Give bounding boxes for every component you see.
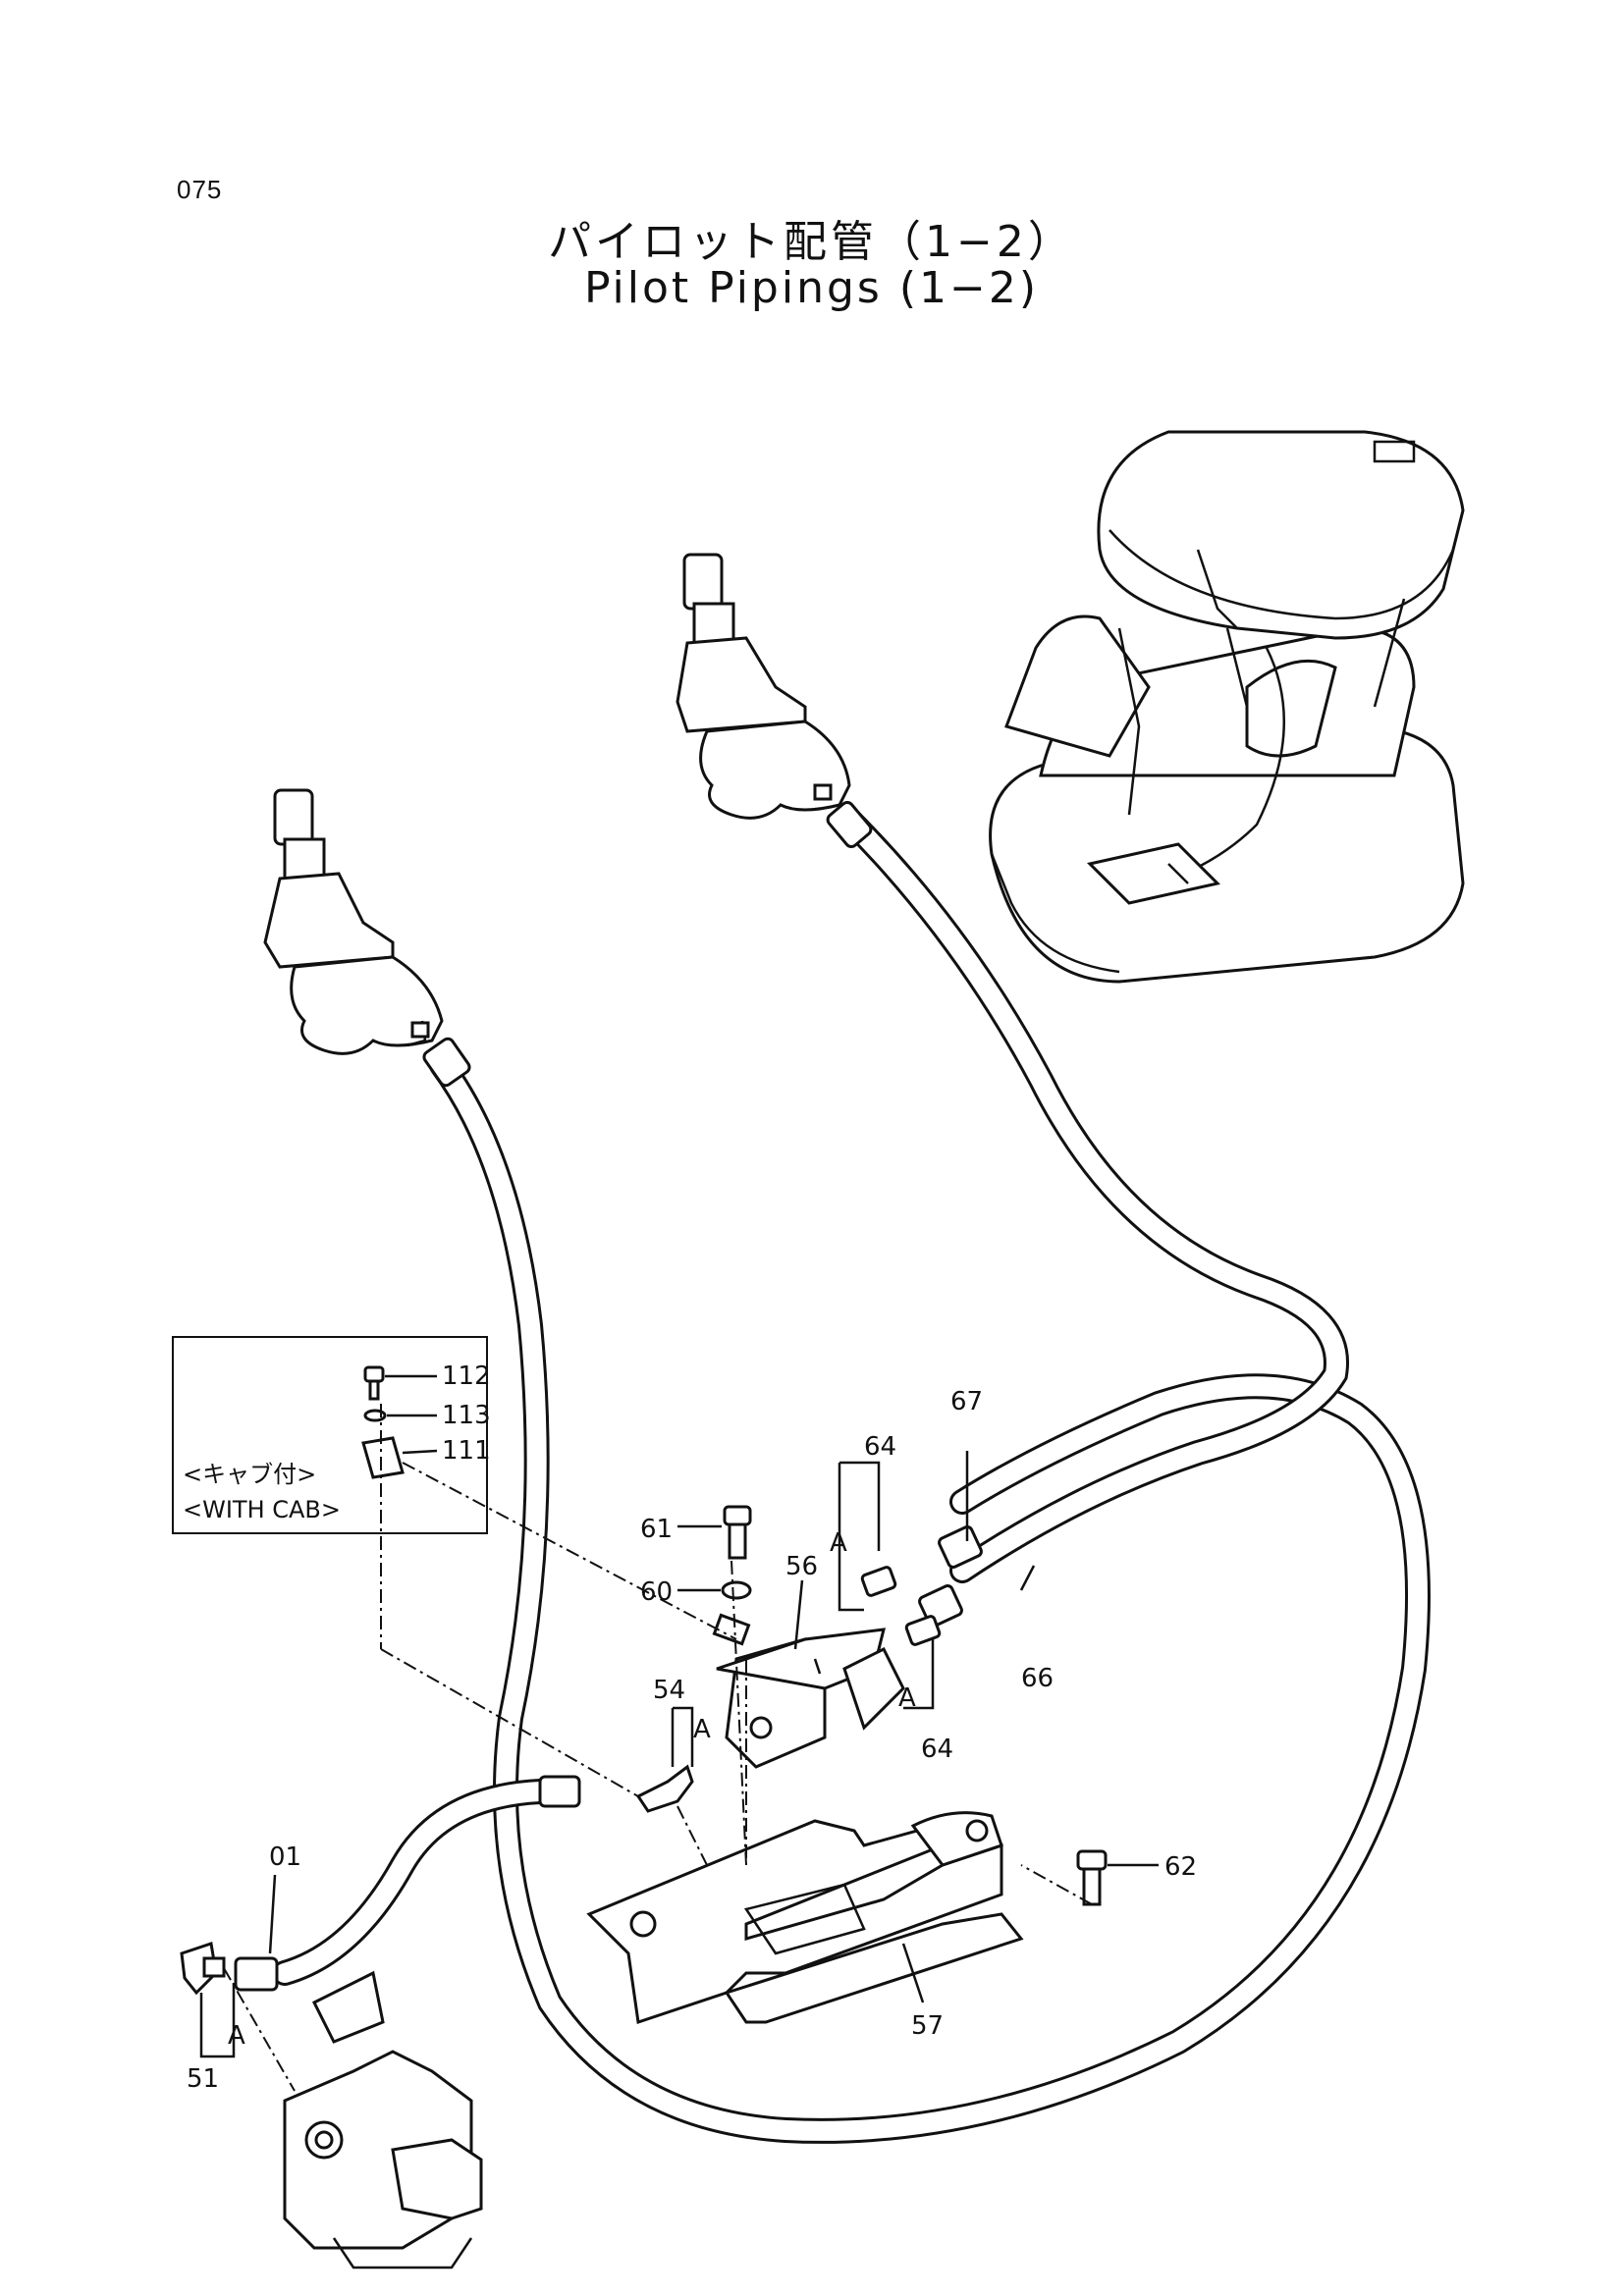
callout-113: 113: [442, 1401, 491, 1430]
washer-60: [721, 1580, 752, 1600]
callout-64-upper: 64: [864, 1432, 896, 1462]
callout-67: 67: [950, 1387, 983, 1416]
right-pilot-valve: [676, 553, 851, 820]
adapter-64-lower: [904, 1615, 942, 1646]
callout-a-upper: A: [830, 1528, 847, 1558]
callout-51: 51: [187, 2064, 219, 2094]
bracket-57: [586, 1811, 1024, 2024]
elbow-51: [180, 1942, 226, 1996]
page-number: 075: [177, 175, 223, 204]
pilot-pump: [283, 1970, 483, 2269]
title-japanese: パイロット配管（1−2）: [548, 217, 1075, 267]
inset-note-en: <WITH CAB>: [183, 1496, 341, 1523]
hose-01: [272, 1779, 553, 1986]
bolt-61: [723, 1505, 752, 1560]
callout-111: 111: [442, 1436, 491, 1466]
callout-112: 112: [442, 1362, 491, 1391]
callout-64-lower: 64: [921, 1735, 953, 1764]
inset-note-ja: <キャブ付>: [183, 1461, 316, 1488]
callout-a-lower: A: [228, 2021, 245, 2051]
leader-lines: [199, 1374, 1159, 2092]
callout-61: 61: [640, 1515, 673, 1544]
callout-a-middle: A: [693, 1715, 711, 1744]
callout-labels: 112 113 111 <キャブ付> <WITH CAB> 61 60 56 6…: [183, 1362, 1197, 2094]
left-pilot-valve: [263, 788, 444, 1055]
inset-with-cab: [172, 1336, 488, 1534]
hose-right-lever: [837, 807, 1349, 1583]
title-english: Pilot Pipings (1−2): [583, 263, 1040, 313]
callout-a-right: A: [898, 1683, 916, 1713]
manifold-block-56: [712, 1613, 905, 1769]
callout-01: 01: [269, 1842, 301, 1872]
adapter-64-upper: [860, 1566, 897, 1597]
callout-54: 54: [653, 1676, 685, 1705]
callout-57: 57: [911, 2011, 944, 2041]
callout-66: 66: [1021, 1664, 1054, 1693]
elbow-54: [635, 1764, 694, 1813]
callout-56: 56: [785, 1552, 818, 1581]
bolt-62: [1076, 1849, 1108, 1906]
callout-60: 60: [640, 1577, 673, 1607]
operator-seat: [989, 430, 1465, 984]
callout-62: 62: [1164, 1852, 1197, 1882]
